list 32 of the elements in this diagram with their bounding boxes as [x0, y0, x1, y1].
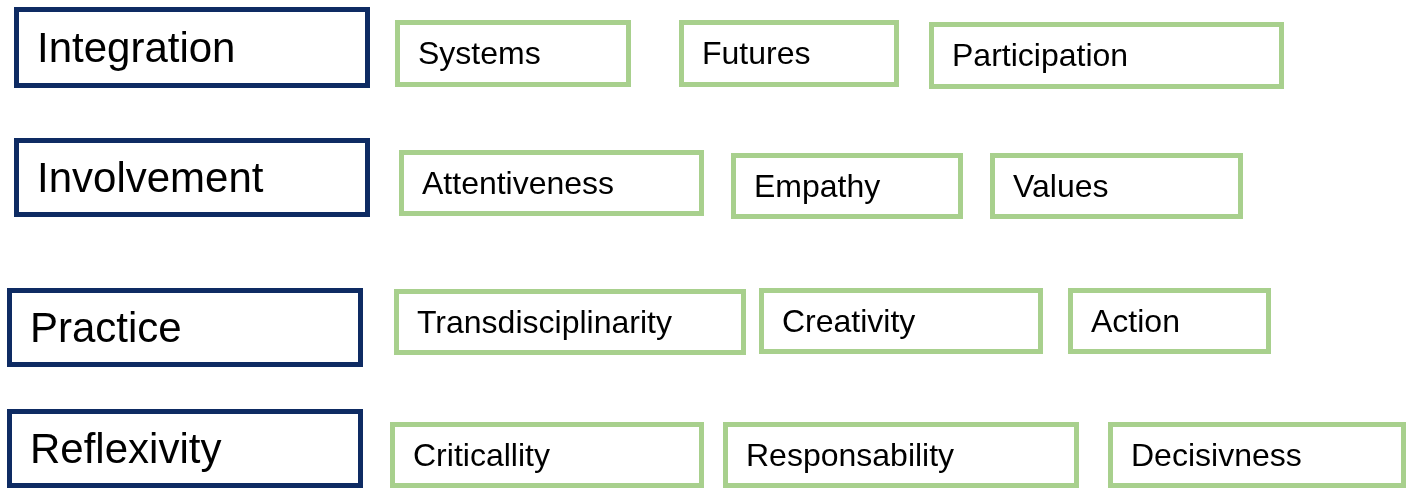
competence-label: Transdisciplinarity [417, 303, 672, 341]
category-box [7, 409, 363, 488]
competence-label: Action [1091, 302, 1180, 340]
competence-label: Creativity [782, 302, 916, 340]
competence-label: Responsability [746, 436, 955, 474]
category-label: Reflexivity [30, 424, 222, 473]
competence-box [390, 422, 704, 488]
competence-box [679, 20, 899, 87]
competence-box [1068, 288, 1271, 354]
competence-label: Attentiveness [422, 164, 615, 202]
competence-box [731, 153, 963, 219]
competence-box [990, 153, 1243, 219]
competence-label: Values [1013, 167, 1109, 205]
category-label: Integration [37, 23, 236, 72]
competence-label: Participation [952, 37, 1129, 74]
category-box [7, 288, 363, 367]
competence-box [723, 422, 1079, 488]
competence-label: Criticallity [413, 436, 550, 474]
category-box [14, 138, 370, 217]
competence-box [394, 289, 746, 355]
competence-box [929, 22, 1284, 89]
competence-box [399, 150, 704, 216]
competence-label: Empathy [754, 167, 881, 205]
competence-label: Decisivness [1131, 436, 1302, 474]
category-box [14, 7, 370, 88]
competence-box [1108, 422, 1406, 488]
category-label: Practice [30, 303, 182, 352]
competence-box [759, 288, 1043, 354]
competence-label: Futures [702, 35, 811, 72]
competence-box [395, 20, 631, 87]
category-label: Involvement [37, 153, 264, 202]
competence-label: Systems [418, 35, 541, 72]
